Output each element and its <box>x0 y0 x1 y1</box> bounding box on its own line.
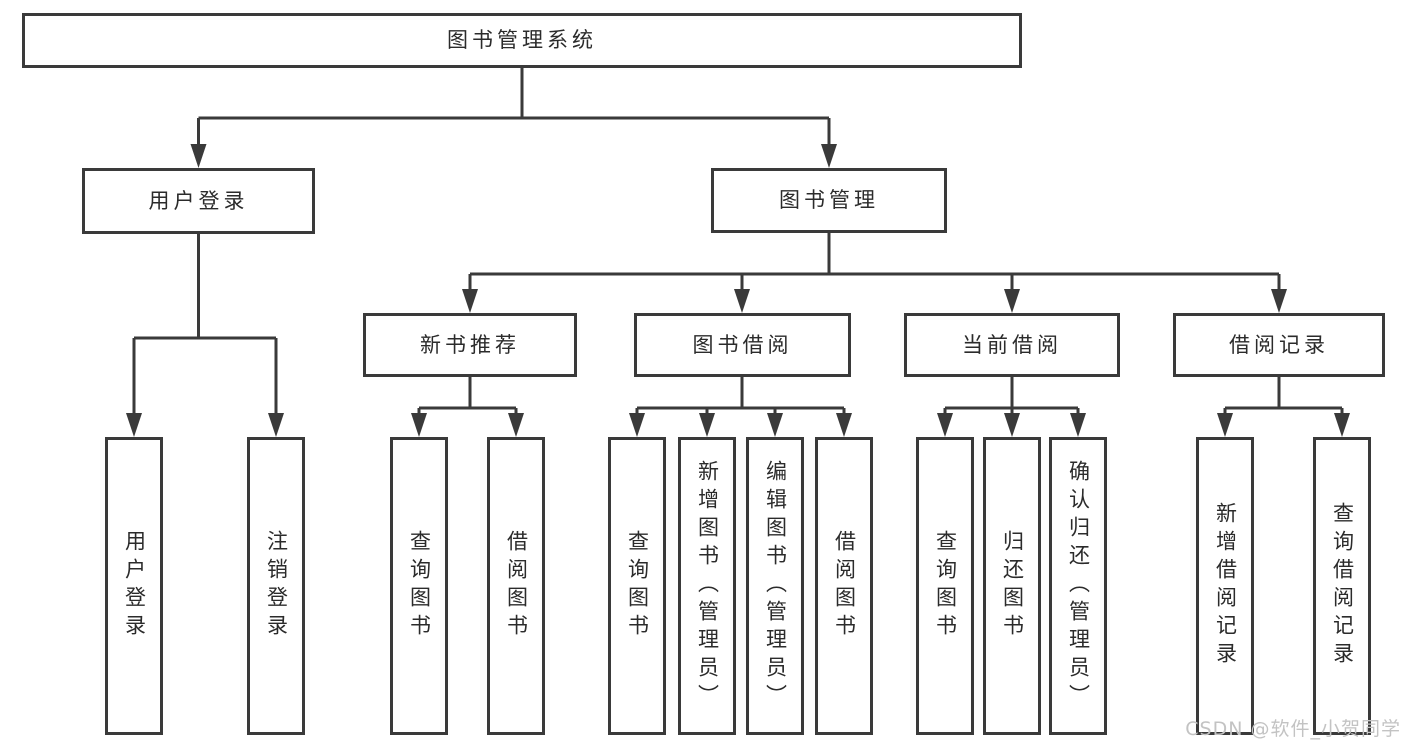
arrowhead <box>1334 413 1350 437</box>
node-label: 用户登录 <box>148 188 249 213</box>
node-user-login-leaf: 用户登录 <box>105 437 163 735</box>
node-book-management: 图书管理 <box>711 168 947 233</box>
connector-path <box>132 68 1344 417</box>
node-label: 新增借阅记录 <box>1213 502 1238 670</box>
node-label: 图书管理 <box>779 188 879 212</box>
node-label: 注销登录 <box>264 530 289 642</box>
node-label: 查询图书 <box>407 530 432 642</box>
node-label: 新增图书（管理员） <box>695 460 720 712</box>
arrowhead <box>190 144 207 168</box>
node-user-login-branch: 用户登录 <box>82 168 315 234</box>
node-label: 查询借阅记录 <box>1330 502 1355 670</box>
node-book-borrowing: 图书借阅 <box>634 313 851 377</box>
arrowhead <box>734 289 750 313</box>
node-label: 借阅图书 <box>832 530 857 642</box>
arrowheads <box>126 144 1350 437</box>
arrowhead <box>1070 413 1086 437</box>
node-label: 编辑图书（管理员） <box>763 460 788 712</box>
arrowhead <box>268 413 284 437</box>
node-label: 新书推荐 <box>420 332 520 357</box>
node-add-books-admin: 新增图书（管理员） <box>678 437 736 735</box>
arrowhead <box>1004 289 1020 313</box>
node-edit-books-admin: 编辑图书（管理员） <box>746 437 804 735</box>
node-return-books: 归还图书 <box>983 437 1041 735</box>
node-current-borrowing: 当前借阅 <box>904 313 1120 377</box>
arrowhead <box>937 413 953 437</box>
node-label: 确认归还（管理员） <box>1066 460 1091 712</box>
arrowhead <box>836 413 852 437</box>
node-label: 查询图书 <box>625 530 650 642</box>
node-new-book-recommend: 新书推荐 <box>363 313 577 377</box>
node-borrow-books-borrow: 借阅图书 <box>815 437 873 735</box>
node-borrow-books-newbook: 借阅图书 <box>487 437 545 735</box>
node-label: 图书管理系统 <box>447 28 597 52</box>
node-label: 用户登录 <box>122 530 147 642</box>
arrowhead <box>462 289 478 313</box>
arrowhead <box>1004 413 1020 437</box>
node-label: 查询图书 <box>933 530 958 642</box>
node-label: 借阅记录 <box>1229 332 1329 357</box>
node-label: 归还图书 <box>1000 530 1025 642</box>
node-query-books-borrow: 查询图书 <box>608 437 666 735</box>
arrowhead <box>126 413 142 437</box>
node-borrowing-records: 借阅记录 <box>1173 313 1385 377</box>
arrowhead <box>821 144 837 168</box>
arrowhead <box>411 413 427 437</box>
node-label: 图书借阅 <box>692 332 793 357</box>
node-library-system: 图书管理系统 <box>22 13 1022 68</box>
node-query-borrow-record: 查询借阅记录 <box>1313 437 1371 735</box>
node-confirm-return-admin: 确认归还（管理员） <box>1049 437 1107 735</box>
arrowhead <box>1271 289 1287 313</box>
arrowhead <box>508 413 524 437</box>
node-query-books-current: 查询图书 <box>916 437 974 735</box>
arrowhead <box>629 413 645 437</box>
arrowhead <box>699 413 715 437</box>
node-label: 当前借阅 <box>962 332 1062 357</box>
node-add-borrow-record: 新增借阅记录 <box>1196 437 1254 735</box>
node-logout: 注销登录 <box>247 437 305 735</box>
node-label: 借阅图书 <box>504 530 529 642</box>
arrowhead <box>767 413 783 437</box>
csdn-watermark: CSDN @软件_小贺同学 <box>1185 718 1401 740</box>
arrowhead <box>1217 413 1233 437</box>
node-query-books-newbook: 查询图书 <box>390 437 448 735</box>
